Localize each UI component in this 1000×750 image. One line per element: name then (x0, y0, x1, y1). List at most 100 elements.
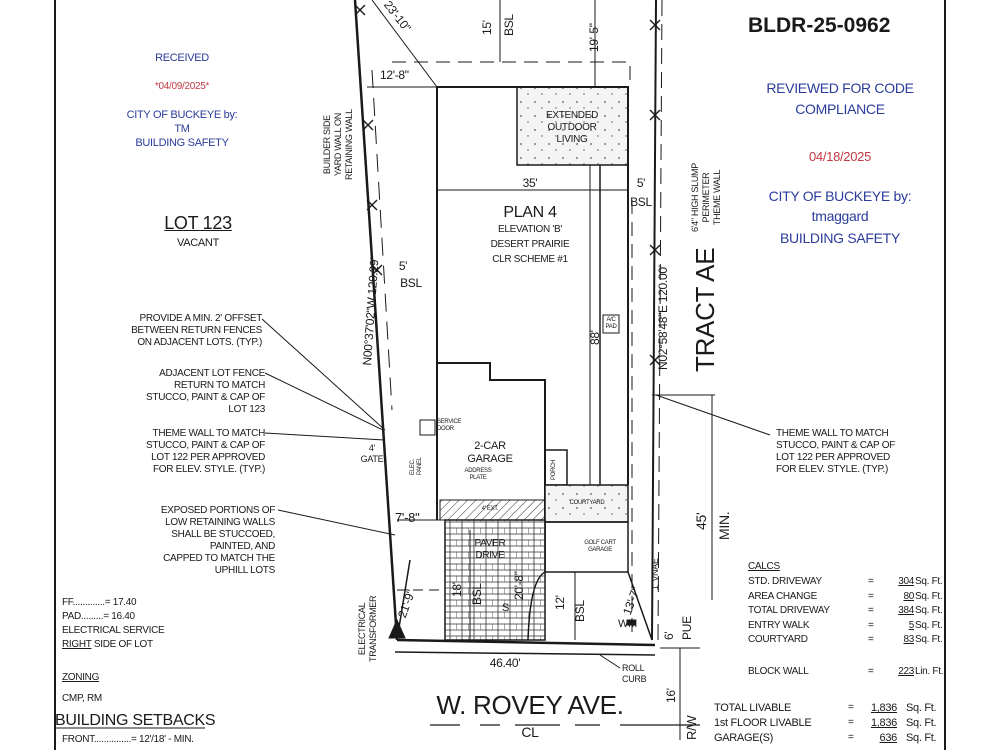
reviewed-date: 04/18/2025 (808, 149, 872, 164)
dim-width-35: 35' (522, 176, 538, 190)
finished-floor: FF.............= 17.40 (62, 597, 137, 608)
dim-min-45: 45' (693, 512, 709, 530)
dim-drive-bsl: BSL (470, 583, 484, 605)
plan-scheme: CLR SCHEME #1 (492, 254, 568, 265)
calc-eq: = (868, 590, 874, 602)
area-unit: Sq. Ft. (906, 732, 937, 744)
calcs-title: CALCS (748, 561, 780, 572)
area-label: TOTAL LIVABLE (714, 702, 792, 714)
area-eq: = (848, 732, 854, 743)
received-title: RECEIVED (155, 52, 209, 64)
dim-drive-20: 20'-8" (512, 571, 526, 600)
calc-eq: = (868, 666, 874, 677)
area-value: 1,836 (870, 702, 897, 714)
dim-min-label: MIN. (716, 511, 732, 540)
calc-unit: Lin. Ft. (915, 666, 944, 677)
dim-rw-16: 16' (664, 688, 678, 703)
courtyard-label: COURTYARD (569, 500, 605, 506)
setback-front: FRONT...............= 12'/18' - MIN. (62, 734, 194, 745)
area-label: GARAGE(S) (714, 732, 774, 744)
calc-eq: = (868, 634, 874, 645)
area-unit: Sq. Ft. (906, 717, 937, 729)
calc-unit: Sq. Ft. (915, 590, 943, 602)
dim-front-12: 12' (553, 595, 567, 610)
elec-panel-label: ELEC.PANEL (410, 457, 424, 475)
reviewed-line1: REVIEWED FOR CODE (766, 80, 914, 96)
dim-front-bsl: BSL (573, 600, 587, 622)
water-meter-label: WM (618, 618, 637, 630)
plan-style: DESERT PRAIRIE (490, 239, 570, 250)
electrical-side: RIGHT SIDE OF LOT (62, 639, 153, 650)
adjacent-lot-status: VACANT (176, 237, 220, 249)
received-date: *04/09/2025* (154, 81, 210, 92)
received-by: CITY OF BUCKEYE by: (126, 109, 238, 121)
dim-rear-19: 19'-5" (587, 23, 601, 52)
calc-label: AREA CHANGE (748, 590, 817, 602)
bearing-east: N02°58'48"E 120.00' (656, 265, 670, 370)
received-dept: BUILDING SAFETY (135, 137, 229, 149)
calc-label: STD. DRIVEWAY (748, 576, 822, 587)
calc-label: TOTAL DRIVEWAY (748, 605, 830, 616)
received-initials: TM (174, 123, 190, 135)
zoning-title: ZONING (62, 672, 100, 683)
dim-bsl-left: BSL (400, 276, 422, 290)
calc-unit: Sq. Ft. (915, 576, 943, 587)
tract-label: TRACT AE (690, 247, 720, 372)
dim-left-12: 12'-8" (380, 68, 409, 82)
area-eq: = (848, 717, 854, 728)
calc-unit: Sq. Ft. (915, 605, 943, 616)
calc-label: BLOCK WALL (748, 666, 809, 677)
dim-left-7: 7'-8" (395, 510, 420, 525)
dim-pue-6: 6' (662, 631, 676, 640)
electrical-side-value: RIGHT (62, 639, 92, 650)
calc-eq: = (868, 605, 874, 616)
calc-value: 80 (903, 590, 914, 602)
calc-value: 223 (898, 666, 914, 677)
dim-vnae: 1' VNAE (650, 558, 660, 590)
area-eq: = (848, 702, 854, 713)
area-unit: Sq. Ft. (906, 702, 937, 714)
calc-eq: = (868, 576, 874, 587)
dim-side-5-left: 5' (398, 259, 408, 273)
calc-value: 83 (903, 634, 914, 645)
reviewed-dept: BUILDING SAFETY (780, 230, 900, 246)
calc-label: ENTRY WALK (748, 619, 810, 631)
porch-label: PORCH (551, 459, 557, 480)
dim-pue: PUE (680, 616, 694, 640)
reviewed-line2: COMPLIANCE (795, 101, 885, 117)
dim-side-5-right: 5' (636, 176, 646, 190)
calc-value: 384 (898, 605, 914, 616)
calc-unit: Sq. Ft. (915, 619, 943, 631)
reviewer-name: tmaggard (811, 208, 869, 224)
plan-title: PLAN 4 (503, 204, 557, 221)
zoning-value: CMP, RM (62, 693, 102, 704)
dim-s-mark: S (502, 602, 510, 614)
dim-depth-88: 88' (588, 330, 602, 345)
calc-unit: Sq. Ft. (915, 634, 943, 645)
dim-rw: R/W (684, 715, 699, 740)
dim-rear-setback: 15' (480, 20, 494, 35)
area-value: 1,836 (870, 717, 897, 729)
calc-label: COURTYARD (748, 634, 808, 645)
plan-elevation: ELEVATION 'B' (497, 224, 563, 235)
area-value: 636 (879, 732, 898, 744)
centerline-mark: CL (521, 724, 539, 740)
permit-number: BLDR-25-0962 (748, 14, 891, 37)
ext-label: 4' EXT. (481, 506, 499, 512)
dim-rear-bsl: BSL (502, 14, 516, 36)
dim-bsl-right: BSL (630, 195, 652, 209)
